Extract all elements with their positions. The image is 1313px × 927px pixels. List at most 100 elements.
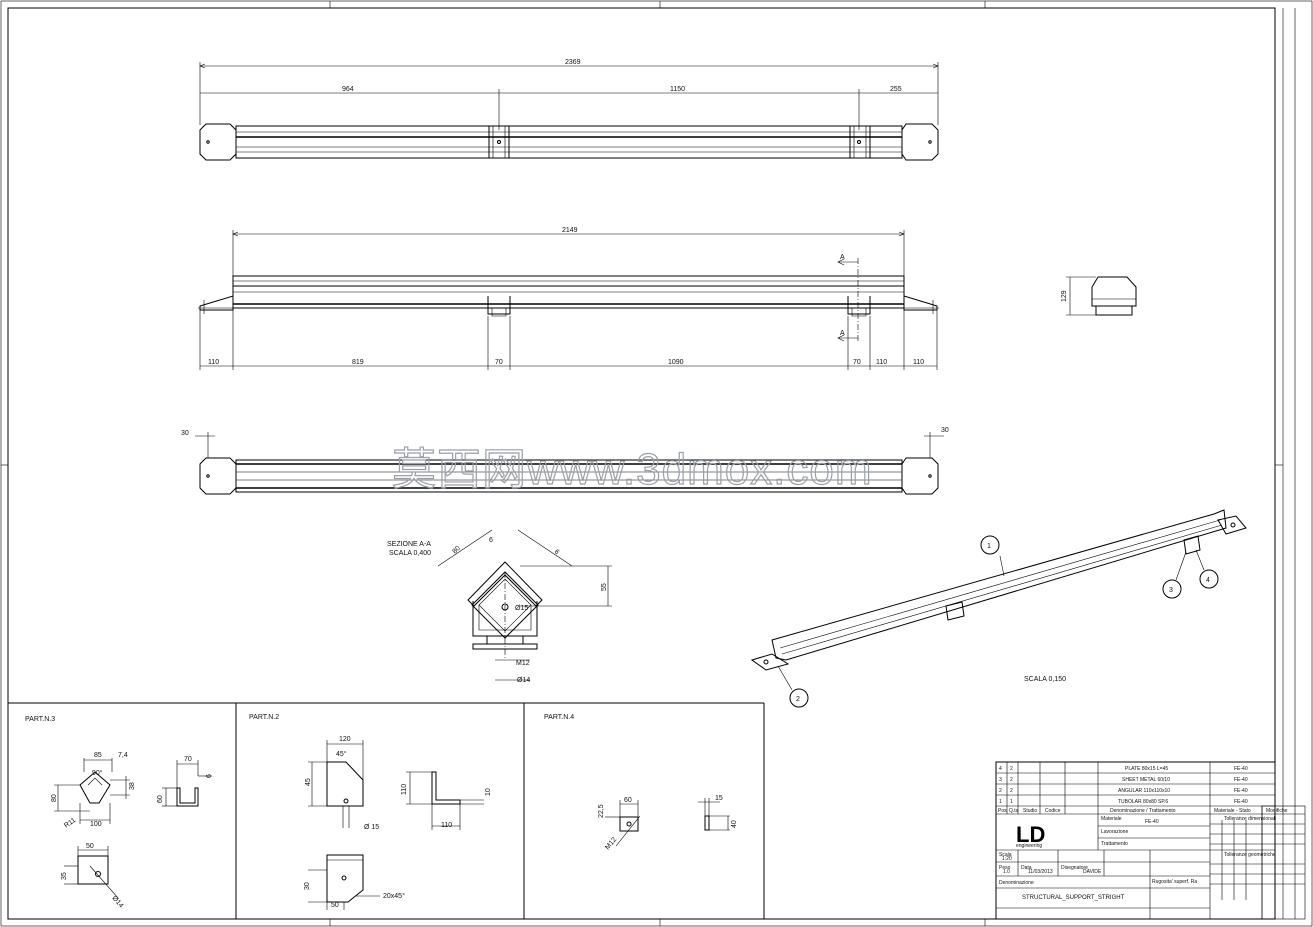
bom-desc-4: PLATE 80x15 L=45 [1125, 766, 1168, 772]
section-dim-80: 80 [451, 545, 462, 556]
part2-dim-110b: 110 [441, 822, 452, 829]
section-dim-6a: 6 [489, 537, 493, 544]
part2-dim-120: 120 [339, 736, 351, 743]
dim-110-right: 110 [913, 359, 924, 366]
balloon-3: 3 [1169, 587, 1173, 594]
section-title: SEZIONE A-A [387, 541, 431, 548]
part2-dim-45deg: 45° [336, 750, 347, 758]
bom-mat-4: FE-40 [1234, 766, 1248, 772]
hdr-code: Codice [1045, 808, 1061, 814]
part3-dim-60: 60 [157, 795, 164, 803]
front-view: 2149 A A 110 819 [198, 227, 939, 370]
dim-110-mid: 110 [876, 359, 887, 366]
dim-110-left: 110 [208, 359, 219, 366]
balloon-1: 1 [987, 543, 991, 550]
weight-value: 1.0 [1003, 869, 1010, 875]
part3-dim-r11: R11 [63, 817, 77, 830]
part2-dim-15: Ø 15 [364, 824, 379, 831]
section-dim-14: Ø14 [517, 677, 530, 684]
title-block: 4 2 PLATE 80x15 L=45 FE-40 3 2 SHEET MET… [995, 761, 1306, 920]
section-dim-15: Ø15 [515, 605, 528, 612]
scale-label: Scala [999, 852, 1012, 858]
part2-title: PART.N.2 [249, 714, 279, 721]
dim-70-left: 70 [495, 359, 503, 366]
part2-dim-50: 50 [331, 902, 339, 909]
weight-label: Peso [999, 865, 1011, 871]
part3-dim-50: 50 [86, 843, 94, 850]
part3-dim-35: 35 [61, 872, 68, 880]
hdr-desc: Denominazione / Trattamento [1110, 808, 1176, 814]
part-2: PART.N.2 120 45° 45 Ø 15 110 10 110 30 [249, 714, 492, 910]
part3-dim-90: 90° [92, 769, 103, 777]
part2-dim-110a: 110 [401, 784, 408, 795]
denom-value: STRUCTURAL_SUPPORT_STRIGHT [1022, 895, 1125, 901]
section-mark-bottom: A [840, 330, 845, 337]
date-label: Data [1021, 865, 1032, 871]
dim-819: 819 [352, 359, 364, 366]
ld-logo: LD [1016, 822, 1045, 847]
bom-pos-2: 2 [999, 788, 1002, 794]
part4-dim-m12: M12 [604, 836, 618, 851]
bom-pos-4: 4 [999, 766, 1002, 772]
part4-dim-225: 22,5 [598, 804, 605, 818]
part3-dim-80: 80 [51, 794, 58, 802]
dim-964: 964 [342, 86, 354, 93]
part-panels [8, 702, 765, 919]
end-side-view: 129 [1061, 276, 1137, 316]
semi-label: Lavorazione [1101, 829, 1128, 835]
part4-dim-15: 15 [715, 795, 723, 802]
section-dim-6b: 6 [553, 548, 561, 556]
bom-desc-3: SHEET METAL 60/10 [1122, 777, 1170, 783]
denom-label: Denominazione [999, 880, 1034, 886]
tol-dim-label: Tolleranze dimensionali [1224, 816, 1276, 822]
balloon-2: 2 [796, 696, 800, 703]
hdr-qty: Q.ta [1009, 808, 1019, 814]
bom-qty-1: 1 [1010, 799, 1013, 805]
dim-1090: 1090 [668, 359, 684, 366]
designer-label: Disegnatore [1061, 865, 1088, 871]
material-value: FE-40 [1145, 819, 1159, 825]
isometric-view: 1 2 3 4 SCALA 0,150 [750, 509, 1247, 708]
part-4: PART.N.4 60 22,5 M12 15 40 [544, 714, 738, 851]
tol-geo-label: Tolleranze geometriche [1224, 852, 1276, 858]
dim-70-right: 70 [853, 359, 861, 366]
treatment-label: Trattamento [1101, 841, 1128, 847]
part4-dim-60: 60 [624, 797, 632, 804]
hdr-pos: Pos [998, 808, 1007, 814]
bom-qty-4: 2 [1010, 766, 1013, 772]
bom-pos-3: 3 [999, 777, 1002, 783]
part-3: PART.N.3 85 7,4 90° 38 80 R11 100 70 6 6… [25, 716, 213, 910]
dim-30-left: 30 [181, 430, 189, 437]
bottom-view: 30 30 [181, 427, 949, 495]
part3-title: PART.N.3 [25, 716, 55, 723]
bom-desc-1: TUBOLAR 80x80 SP.6 [1118, 799, 1168, 805]
part4-dim-40: 40 [731, 820, 738, 828]
balloon-4: 4 [1206, 577, 1210, 584]
section-scale: SCALA 0,400 [389, 550, 431, 557]
part3-dim-100: 100 [90, 821, 102, 828]
part2-dim-30: 30 [304, 882, 311, 890]
part2-dim-10: 10 [485, 788, 492, 796]
watermark: 莫西网www.3dmox.com [392, 445, 873, 494]
top-view: 2369 964 1150 255 [199, 59, 939, 161]
section-mark-top: A [840, 254, 845, 261]
section-dim-m12: M12 [516, 660, 530, 667]
dim-255: 255 [890, 86, 902, 93]
bom-pos-1: 1 [999, 799, 1002, 805]
part3-dim-14: Ø14 [110, 895, 124, 910]
dim-2369: 2369 [565, 59, 581, 66]
bom-mat-2: FE-40 [1234, 788, 1248, 794]
hdr-mod: Modifiche [1266, 808, 1288, 814]
part4-title: PART.N.4 [544, 714, 574, 721]
part3-dim-38: 38 [129, 782, 136, 790]
ld-logo-sub: engineering [1016, 843, 1042, 849]
bom-qty-3: 2 [1010, 777, 1013, 783]
bom-desc-2: ANGULAR 110x110x10 [1118, 788, 1170, 794]
section-a-a: SEZIONE A-A SCALA 0,400 80 6 6 55 Ø15 M1… [387, 529, 612, 684]
designer-value: DAVIDE [1083, 869, 1102, 875]
bom-mat-1: FE-40 [1234, 799, 1248, 805]
dim-30-right: 30 [941, 427, 949, 434]
dim-2149: 2149 [562, 227, 578, 234]
hdr-study: Studio [1023, 808, 1037, 814]
